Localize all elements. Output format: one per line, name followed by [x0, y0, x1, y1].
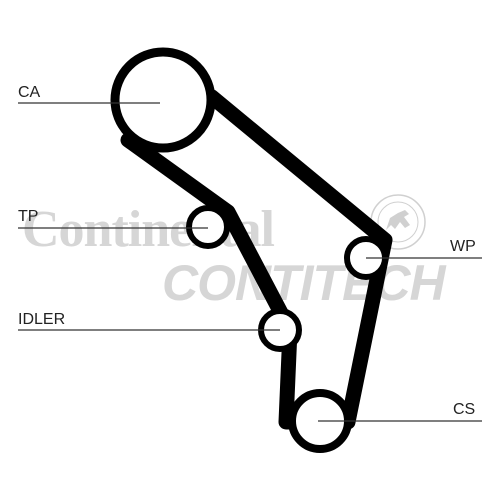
camshaft-pulley — [110, 47, 216, 153]
label-ca: CA — [18, 84, 41, 101]
label-wp: WP — [450, 238, 476, 255]
label-tp: TP — [18, 208, 38, 225]
label-cs: CS — [453, 401, 475, 418]
label-idler: IDLER — [18, 311, 65, 328]
leader-lines — [18, 102, 482, 422]
tensioner-pulley — [186, 205, 230, 249]
watermark-division: CONTITECH — [162, 255, 447, 311]
